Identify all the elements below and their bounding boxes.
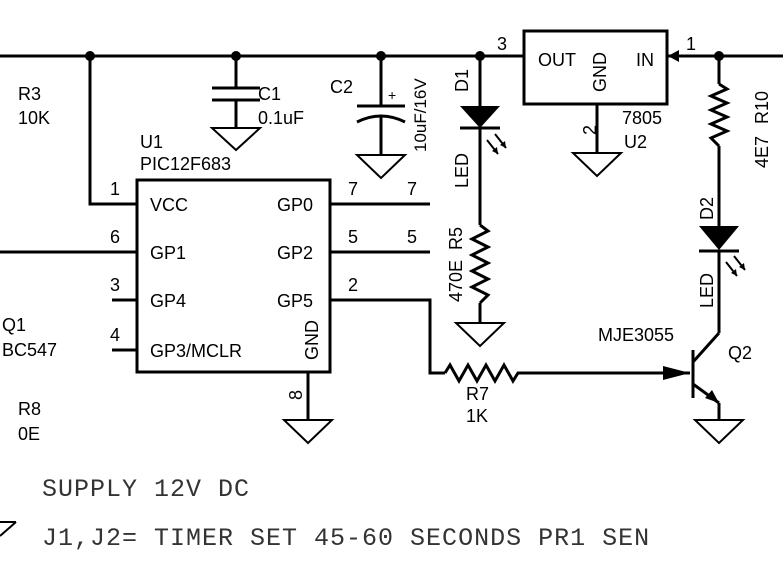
ground-icon (570, 152, 624, 178)
r8-ref: R8 (18, 399, 41, 419)
u1-pin-gnd-num: 8 (286, 390, 306, 400)
q2-part: MJE3055 (598, 325, 674, 345)
transistor-q2 (663, 331, 721, 405)
r7-ref: R7 (466, 384, 489, 404)
wires (0, 54, 783, 420)
junction-dot (85, 51, 95, 61)
r5-value: 470E (446, 260, 466, 302)
timer-note: J1,J2= TIMER SET 45-60 SECONDS PR1 SEN (42, 524, 650, 553)
resistor-r7 (443, 361, 523, 385)
q2-collector-leg (691, 331, 721, 364)
r10-value: 4E7 (752, 136, 772, 168)
u2-ref: U2 (624, 132, 647, 152)
arrowhead-icon (668, 50, 679, 62)
junction-dot (231, 51, 241, 61)
u1-pin-gp2-name: GP2 (277, 243, 313, 263)
c1-ref: C1 (258, 84, 281, 104)
c2-ref: C2 (330, 77, 353, 97)
u1-pin-gnd-name: GND (302, 320, 322, 360)
capacitor-c2 (354, 104, 408, 180)
c2-plus-sign: + (388, 87, 396, 103)
ground-icon (692, 419, 746, 445)
arrowhead-icon (492, 147, 498, 154)
arrowhead-icon (739, 263, 745, 270)
u2-gnd-pin: GND (590, 52, 610, 92)
ground-icon (281, 419, 335, 445)
u1-pin-gp3-name: GP3/MCLR (150, 341, 242, 361)
ground-icon (209, 127, 263, 152)
arrowhead-icon (731, 269, 737, 276)
r10-ref: R10 (752, 91, 772, 124)
u1-pin-vcc-name: VCC (150, 195, 188, 215)
u1-pin-gp4-name: GP4 (150, 291, 186, 311)
u1-pin-gp5-name: GP5 (277, 291, 313, 311)
u1-pin-gp5-num: 2 (348, 275, 358, 295)
u1-pin-vcc-num: 1 (110, 179, 120, 199)
d1-type: LED (452, 153, 472, 188)
supply-note: SUPPLY 12V DC (42, 475, 250, 504)
q1-part: BC547 (2, 340, 57, 360)
u1-pin-gp1-num: 6 (110, 227, 120, 247)
u2-pin-in-num: 1 (686, 34, 696, 54)
c2-value: 10uF/16V (411, 78, 430, 152)
d1-ref: D1 (452, 69, 472, 92)
u1-ref: U1 (140, 132, 163, 152)
u2-part: 7805 (622, 108, 662, 128)
u1-part: PIC12F683 (140, 154, 231, 174)
ground-icon (453, 322, 507, 348)
q2-ref: Q2 (728, 343, 752, 363)
r3-value: 10K (18, 108, 50, 128)
c1-value: 0.1uF (258, 108, 304, 128)
capacitor-c1 (209, 86, 263, 152)
u2-pin-out-num: 3 (497, 34, 507, 54)
arrowhead-icon (500, 141, 506, 148)
resistor-r10 (707, 82, 731, 148)
led-d1 (460, 106, 507, 155)
partial-symbol (0, 521, 17, 537)
vcc-wire (88, 56, 137, 206)
net-label-gp0: 7 (407, 179, 417, 199)
u1-pin-gp3-num: 4 (110, 325, 120, 345)
led-d2 (699, 226, 746, 277)
junction-dot (376, 51, 386, 61)
d2-type: LED (697, 273, 717, 308)
d2-triangle (699, 226, 739, 250)
junctions (85, 51, 724, 61)
u1-pin-gp4-num: 3 (110, 275, 120, 295)
u1-pin-gp1-name: GP1 (150, 243, 186, 263)
u1-pin-gp0-name: GP0 (277, 195, 313, 215)
gp5-wire (330, 298, 445, 375)
r5-ref: R5 (446, 227, 466, 250)
u1-pin-gp0-num: 7 (348, 179, 358, 199)
q1-ref: Q1 (2, 315, 26, 335)
junction-dot (714, 51, 724, 61)
d2-ref: D2 (697, 197, 717, 220)
c2-plate-curved (356, 114, 406, 124)
u1-pin-gp2-num: 5 (348, 227, 358, 247)
ground-icon (354, 154, 408, 180)
r8-value: 0E (18, 424, 40, 444)
u2-pin-gnd-num: 2 (580, 125, 600, 135)
r3-ref: R3 (18, 84, 41, 104)
arrowhead-icon (663, 366, 690, 380)
d1-triangle (460, 106, 500, 128)
resistor-r5 (468, 223, 492, 305)
u2-out-pin: OUT (538, 50, 576, 70)
r7-value: 1K (466, 406, 488, 426)
u2-in-pin: IN (636, 50, 654, 70)
u1-chip-body (135, 178, 332, 374)
junction-dot (475, 51, 485, 61)
arrowhead-icon (705, 390, 719, 403)
net-label-gp2: 5 (407, 227, 417, 247)
u2-regulator-body (522, 29, 669, 106)
